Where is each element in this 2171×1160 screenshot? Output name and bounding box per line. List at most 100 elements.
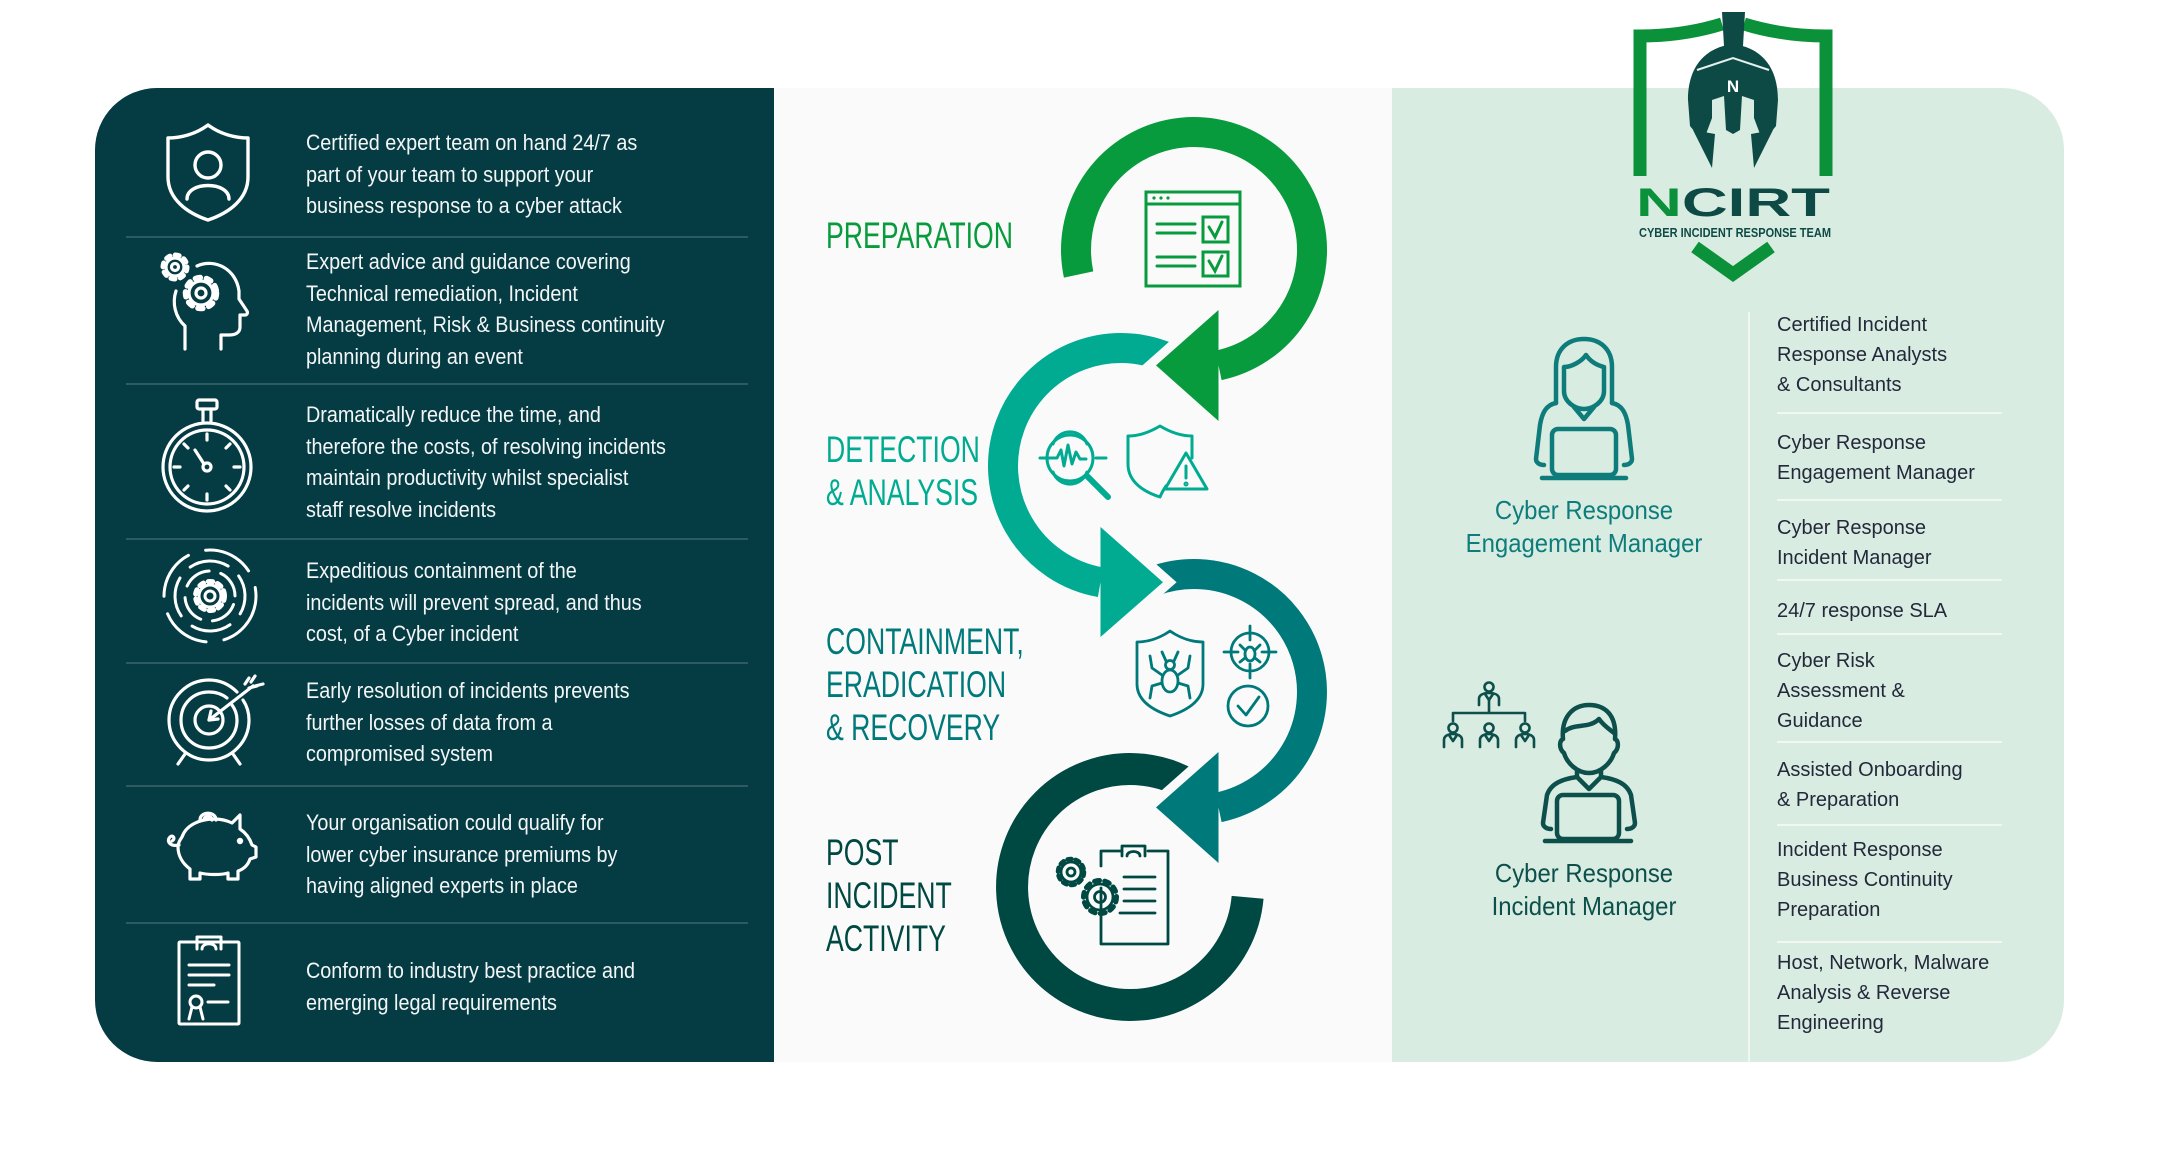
benefit-text-line: further losses of data from a — [306, 709, 553, 735]
stage-detection: DETECTION & ANALYSIS — [826, 428, 1040, 514]
benefit-text-line: Dramatically reduce the time, and — [306, 402, 601, 427]
post-incident-arc — [996, 753, 1264, 1021]
stage-label-line: PREPARATION — [826, 215, 1014, 256]
service-divider — [1777, 633, 2002, 635]
stopwatch-icon — [161, 398, 253, 513]
stage-preparation: PREPARATION — [826, 214, 1086, 257]
containment-arc — [1148, 559, 1327, 823]
benefit-text-line: cost, of a Cyber incident — [306, 621, 519, 646]
shield-bug-icon — [1135, 629, 1205, 718]
service-line: Engineering — [1777, 1012, 1884, 1034]
benefit-text-line: Early resolution of incidents prevents — [306, 678, 630, 703]
stage-label-line: & ANALYSIS — [826, 472, 979, 513]
helmet-ridge — [1696, 56, 1770, 71]
stage-label-line: DETECTION — [826, 429, 980, 470]
benefit-divider — [126, 236, 748, 238]
stage-label-line: INCIDENT — [826, 875, 952, 916]
target-bug-icon — [1222, 624, 1278, 680]
service-line: Cyber Risk — [1777, 650, 1875, 672]
service-line: & Preparation — [1777, 789, 1900, 811]
magnifier-waveform-icon — [1038, 430, 1111, 500]
logo-tagline: CYBER INCIDENT RESPONSE TEAM — [1639, 226, 1831, 240]
benefit-text-line: business response to a cyber attack — [306, 193, 622, 218]
benefit-text: Expert advice and guidance covering Tech… — [306, 246, 766, 372]
head-gears-icon — [160, 252, 249, 351]
benefit-divider — [126, 785, 748, 787]
service-item: 24/7 response SLA — [1777, 596, 2027, 626]
service-item: Certified Incident Response Analysts & C… — [1777, 310, 2027, 400]
detection-arc — [988, 333, 1188, 597]
gear-radar-icon — [162, 548, 258, 644]
service-line: Business Continuity — [1777, 869, 1953, 891]
benefit-divider — [126, 922, 748, 924]
benefit-text: Early resolution of incidents prevents f… — [306, 675, 766, 770]
service-item: Incident Response Business Continuity Pr… — [1777, 835, 2027, 925]
benefit-text-line: emerging legal requirements — [306, 989, 557, 1015]
service-line: 24/7 response SLA — [1777, 600, 1948, 622]
service-line: Cyber Response — [1777, 517, 1926, 539]
role-engagement-manager: Cyber Response Engagement Manager — [1454, 494, 1714, 560]
service-line: Response Analysts — [1777, 344, 1948, 366]
benefit-text-line: part of your team to support your — [306, 161, 594, 187]
shield-warning-icon — [1126, 424, 1209, 499]
service-line: Assisted Onboarding — [1777, 759, 1963, 781]
service-line: Host, Network, Malware — [1777, 952, 1990, 974]
logo-wordmark-n: N — [1636, 181, 1682, 225]
service-line: Assessment & — [1777, 680, 1905, 702]
benefit-text-line: Certified expert team on hand 24/7 as — [306, 130, 638, 155]
benefit-text-line: incidents will prevent spread, and thus — [306, 589, 642, 615]
service-item: Cyber Response Incident Manager — [1777, 513, 2027, 573]
target-arrow-icon — [167, 674, 265, 766]
benefit-text: Expeditious containment of the incidents… — [306, 555, 766, 650]
woman-laptop-icon — [1533, 336, 1635, 481]
service-divider — [1777, 412, 2002, 414]
stage-label-line: CONTAINMENT, — [826, 621, 1024, 662]
man-laptop-icon — [1540, 702, 1638, 844]
stage-containment: CONTAINMENT, ERADICATION & RECOVERY — [826, 620, 1101, 749]
window-dots — [1152, 196, 1170, 200]
shield-user-icon — [166, 123, 250, 222]
benefit-text: Conform to industry best practice and em… — [306, 955, 766, 1018]
role-title-line: Cyber Response — [1494, 495, 1674, 525]
service-line: Certified Incident — [1777, 314, 1928, 336]
certificate-icon — [177, 935, 241, 1026]
benefit-text-line: maintain productivity whilst specialist — [306, 465, 629, 490]
gears-clipboard-icon — [1055, 844, 1170, 946]
containment-arrowhead — [1156, 752, 1219, 863]
service-divider — [1777, 941, 2002, 943]
stage-label-line: & RECOVERY — [826, 707, 1001, 748]
stage-label-line: ACTIVITY — [826, 918, 946, 959]
service-item: Cyber Risk Assessment & Guidance — [1777, 646, 2027, 736]
benefit-text-line: having aligned experts in place — [306, 873, 578, 898]
benefit-divider — [126, 383, 748, 385]
org-chart-icon — [1442, 681, 1536, 749]
stage-label-line: POST — [826, 832, 899, 873]
benefit-divider — [126, 662, 748, 664]
benefit-text-line: compromised system — [306, 741, 494, 766]
benefit-text-line: planning during an event — [306, 343, 523, 369]
spartan-helmet-icon — [1688, 12, 1778, 168]
stage-label-line: ERADICATION — [826, 664, 1007, 705]
service-line: Incident Response — [1777, 839, 1943, 861]
service-divider — [1777, 579, 2002, 581]
preparation-arrowhead — [1156, 310, 1219, 421]
benefit-text: Your organisation could qualify for lowe… — [306, 807, 766, 902]
role-incident-manager: Cyber Response Incident Manager — [1454, 857, 1714, 923]
benefit-text-line: Conform to industry best practice and — [306, 958, 636, 983]
service-line: Guidance — [1777, 710, 1863, 732]
service-item: Host, Network, Malware Analysis & Revers… — [1777, 948, 2027, 1038]
benefit-text-line: Your organisation could qualify for — [306, 810, 604, 835]
benefit-text-line: Technical remediation, Incident — [306, 280, 578, 306]
logo-shield — [1633, 17, 1833, 282]
stage-post-incident: POST INCIDENT ACTIVITY — [826, 831, 1001, 960]
role-title-line: Engagement Manager — [1465, 528, 1703, 558]
benefit-text-line: therefore the costs, of resolving incide… — [306, 433, 666, 459]
check-circle-icon — [1226, 684, 1270, 728]
service-line: Preparation — [1777, 899, 1881, 921]
benefit-text-line: staff resolve incidents — [306, 496, 497, 522]
role-title-line: Incident Manager — [1491, 891, 1677, 921]
service-line: Analysis & Reverse — [1777, 982, 1951, 1004]
